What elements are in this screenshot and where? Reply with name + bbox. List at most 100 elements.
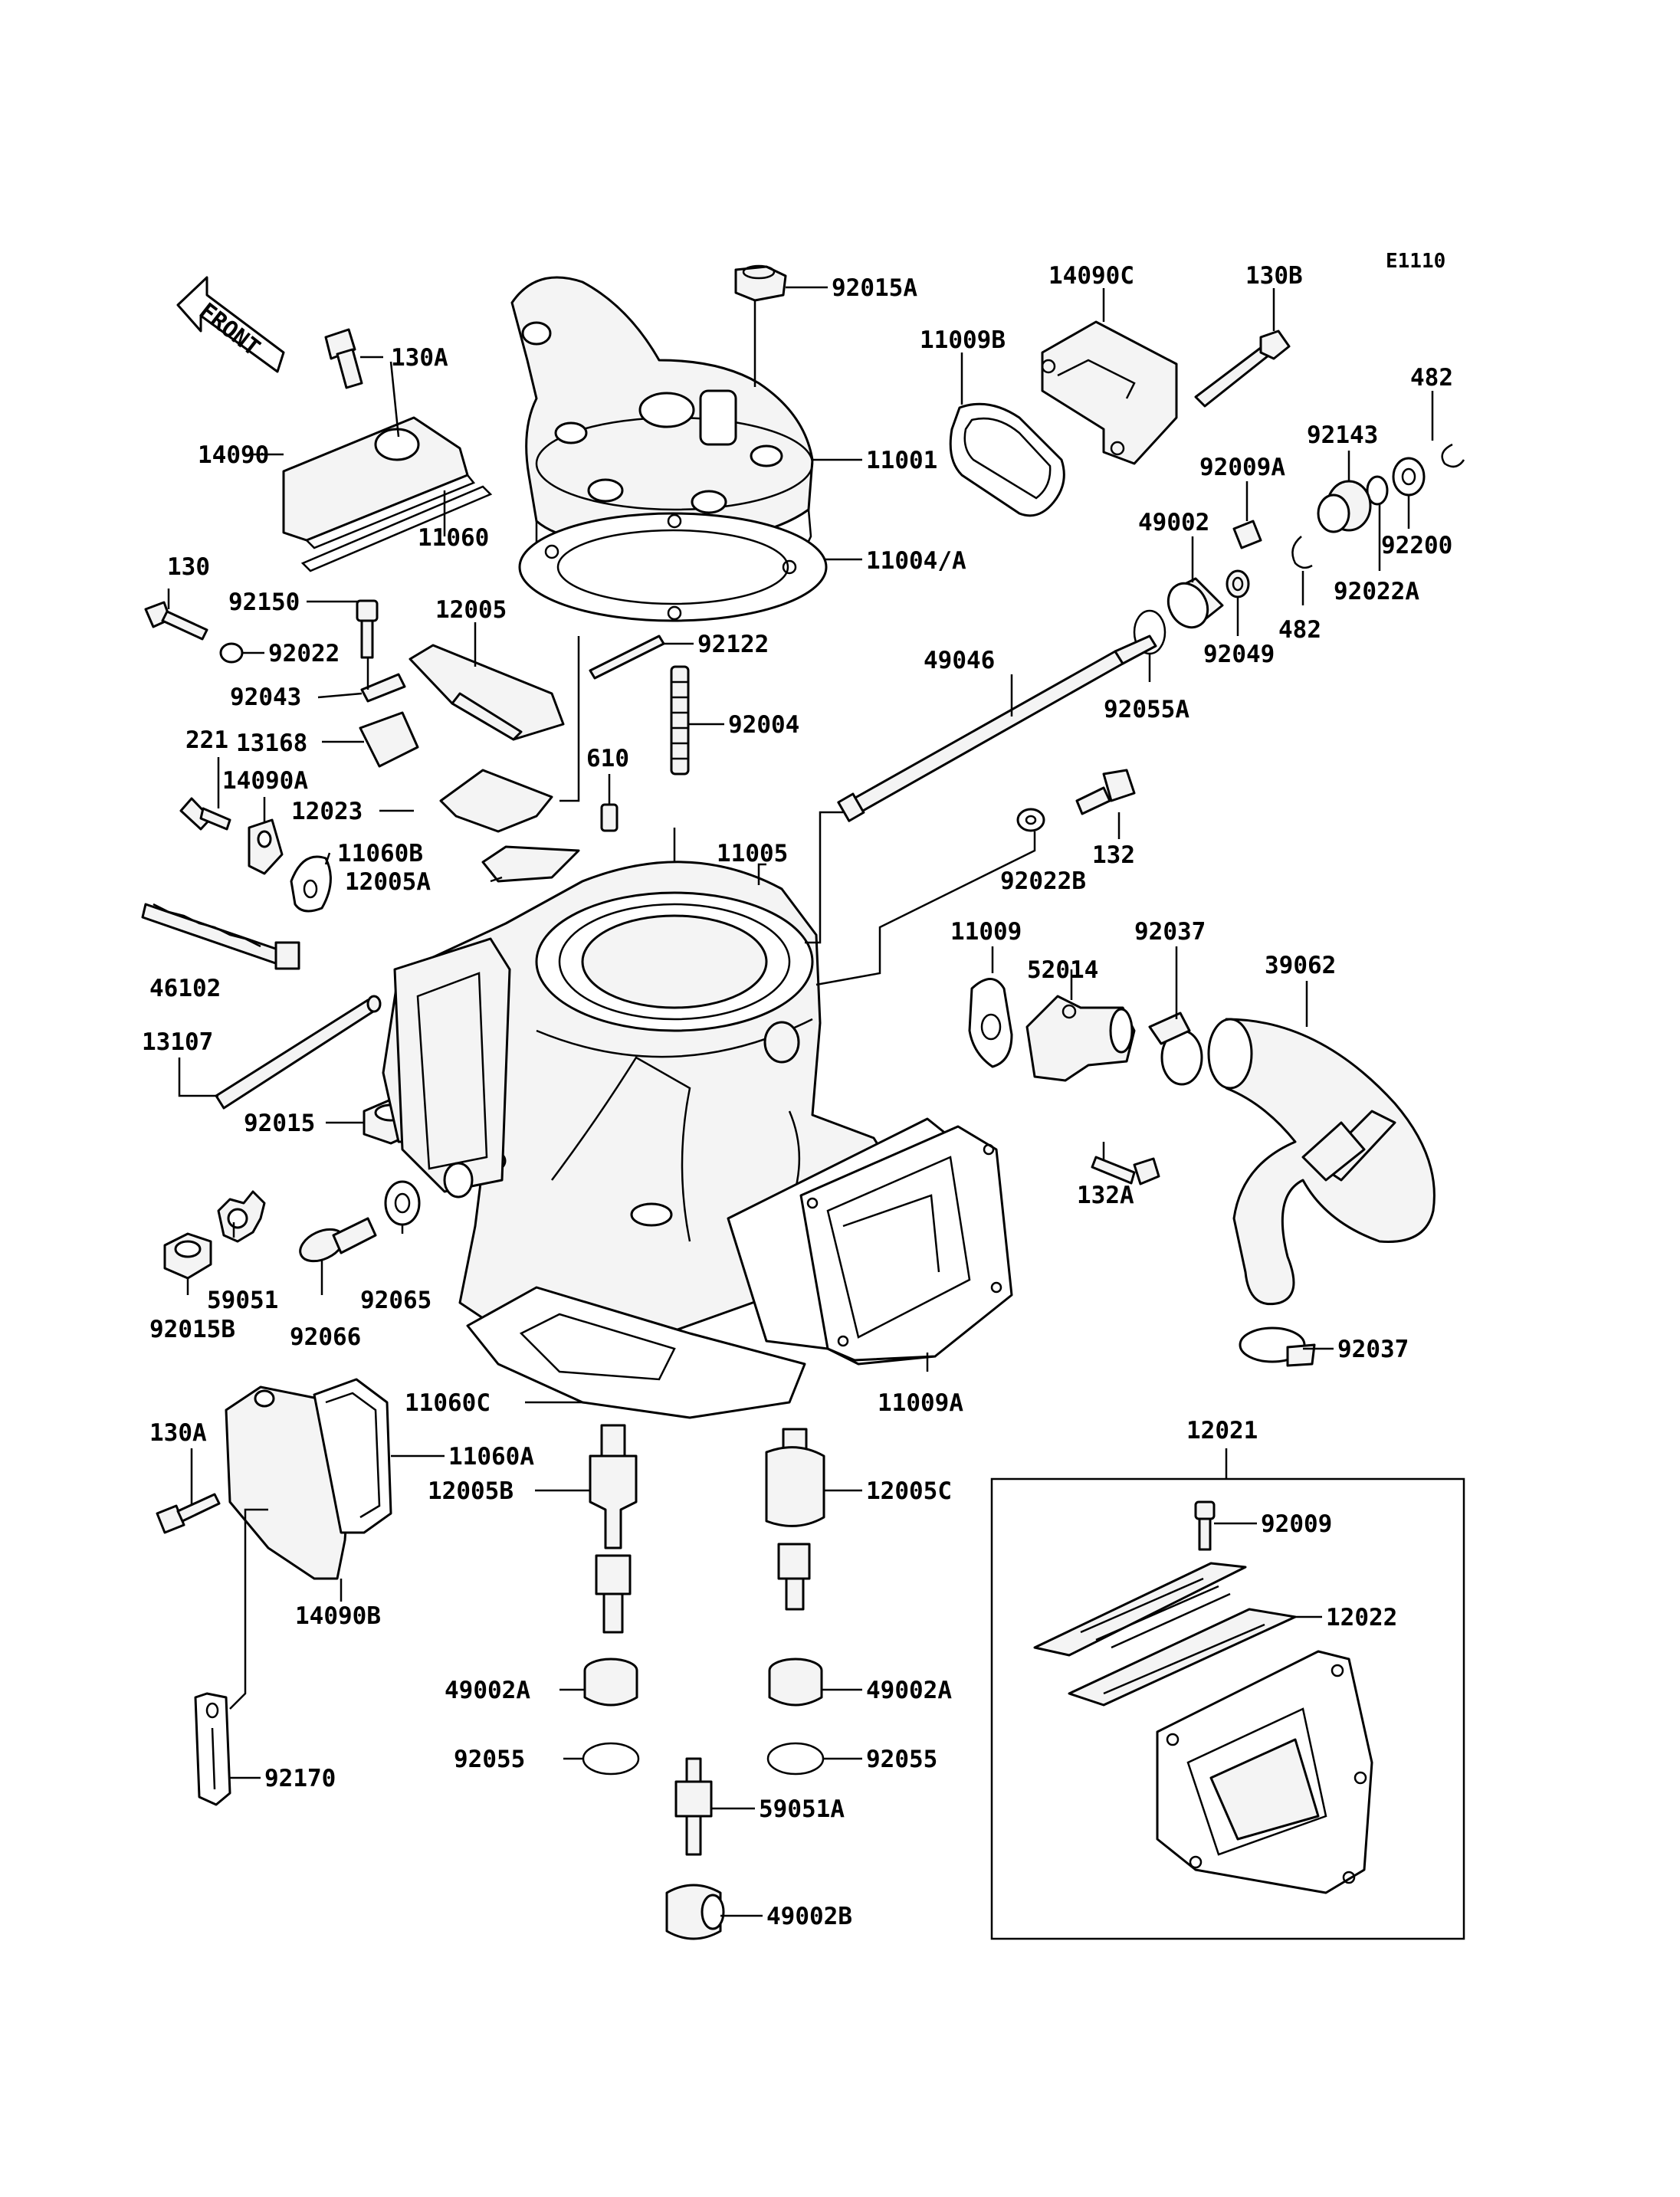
- label-14090A: 14090A: [222, 767, 308, 795]
- label-49002A-l: 49002A: [445, 1677, 530, 1704]
- label-49046: 49046: [924, 647, 995, 674]
- snap-ring-482b-part: [1291, 536, 1313, 569]
- label-130: 130: [167, 553, 210, 581]
- label-49002A-r: 49002A: [866, 1677, 952, 1704]
- label-92055-r: 92055: [866, 1746, 937, 1773]
- label-59051A: 59051A: [759, 1795, 845, 1823]
- label-59051: 59051: [207, 1287, 278, 1314]
- washer-92022-part: [219, 642, 244, 664]
- snap-ring-482-part: [1441, 443, 1465, 468]
- rack-46102-part: [141, 903, 300, 970]
- label-12022: 12022: [1326, 1604, 1397, 1631]
- label-92049: 92049: [1203, 641, 1275, 668]
- label-92009A: 92009A: [1199, 454, 1285, 481]
- label-130A-bot: 130A: [149, 1419, 207, 1447]
- plug-92066-part: [299, 1217, 377, 1263]
- label-11060: 11060: [418, 524, 489, 552]
- label-11009A: 11009A: [878, 1389, 963, 1417]
- oring-92055-r-part: [766, 1742, 825, 1776]
- bolt-132A-part: [1091, 1156, 1160, 1185]
- pin-92122-part: [589, 635, 665, 680]
- collar-49002-part: [1166, 577, 1224, 629]
- bushing-92143-part: [1317, 480, 1372, 533]
- head-gasket-part: [518, 512, 828, 622]
- washer-92200-part: [1392, 457, 1426, 497]
- collar-49002B-part: [665, 1884, 725, 1940]
- collar-49002A-r-part: [768, 1658, 823, 1707]
- label-12005: 12005: [435, 596, 507, 624]
- label-92022A: 92022A: [1334, 578, 1419, 605]
- bolt-130B-part: [1194, 330, 1291, 408]
- label-11009: 11009: [950, 918, 1022, 946]
- cover-14090-part: [282, 416, 476, 549]
- clamp-92037-top-part: [1148, 1012, 1203, 1086]
- collar-13168-part: [359, 711, 419, 768]
- fitting-52014-part: [1025, 995, 1136, 1082]
- part-labels: 92015A 14090C 130B 130A 11009B 482 11001…: [142, 262, 1453, 1930]
- label-11009B: 11009B: [920, 326, 1006, 354]
- label-13107: 13107: [142, 1028, 213, 1056]
- label-92055-l: 92055: [454, 1746, 525, 1773]
- label-132: 132: [1092, 841, 1135, 869]
- label-49002: 49002: [1138, 509, 1209, 536]
- label-12005B: 12005B: [428, 1477, 514, 1505]
- strap-92170-part: [194, 1692, 231, 1806]
- label-92055A: 92055A: [1104, 696, 1189, 723]
- leader-lines: [167, 286, 1434, 1917]
- bolt-130A-bot-part: [156, 1493, 221, 1534]
- oring-92055-l-part: [582, 1742, 640, 1776]
- label-11001: 11001: [866, 447, 937, 474]
- cover-14090C-part: [1041, 320, 1178, 465]
- label-610: 610: [586, 745, 629, 772]
- nut-92015B-part: [163, 1232, 212, 1280]
- shaft-12005C-part: [765, 1428, 825, 1611]
- front-arrow-icon: FRONT: [176, 276, 285, 373]
- gasket-11009B-part: [949, 402, 1065, 517]
- bolt-132-part: [1075, 769, 1136, 815]
- label-14090: 14090: [198, 441, 269, 469]
- label-92043: 92043: [230, 684, 301, 711]
- label-92066: 92066: [290, 1323, 361, 1351]
- label-92004: 92004: [728, 711, 799, 739]
- seal-92049-part: [1226, 569, 1250, 598]
- label-92015B: 92015B: [149, 1316, 235, 1343]
- plate-12005A-part: [481, 845, 580, 883]
- label-11060A: 11060A: [448, 1443, 534, 1471]
- clip-92022A-part: [1366, 475, 1389, 506]
- label-92022: 92022: [268, 640, 340, 667]
- label-92015A: 92015A: [832, 274, 917, 302]
- gear-59051A-part: [674, 1757, 713, 1856]
- shaft-12005B-part: [589, 1424, 638, 1634]
- label-130B: 130B: [1245, 262, 1303, 290]
- label-11005: 11005: [717, 840, 788, 867]
- label-92022B: 92022B: [1000, 867, 1086, 895]
- collar-49002A-l-part: [583, 1658, 638, 1707]
- bolt-92150-part: [356, 599, 379, 659]
- bolt-92009A-part: [1232, 520, 1262, 549]
- label-92170: 92170: [264, 1765, 336, 1792]
- pin-610-part: [600, 803, 619, 832]
- bolt-130A-top-part: [324, 328, 363, 389]
- nut-92015A-part: [734, 264, 787, 302]
- gasket-11060-part: [300, 485, 493, 572]
- label-482-mid: 482: [1278, 616, 1321, 644]
- washer-92065-part: [384, 1180, 421, 1226]
- label-482-top: 482: [1410, 364, 1453, 392]
- label-221: 221: [185, 726, 228, 754]
- label-92037-bot: 92037: [1337, 1336, 1409, 1363]
- plate-14090A-part: [248, 818, 284, 875]
- bolt-130-part: [144, 601, 208, 641]
- clamp-92037-bot-part: [1239, 1326, 1316, 1367]
- label-92150: 92150: [228, 589, 300, 616]
- label-92143: 92143: [1307, 421, 1378, 449]
- label-13168: 13168: [236, 730, 307, 757]
- label-12023: 12023: [291, 798, 363, 825]
- gasket-11060B-part: [290, 855, 332, 913]
- gasket-11060A-part: [313, 1378, 392, 1534]
- guide-12023-part: [439, 769, 553, 833]
- label-11060B: 11060B: [337, 840, 423, 867]
- label-92037-top: 92037: [1134, 918, 1206, 946]
- screw-221-part: [179, 797, 231, 831]
- reed-valve-11009A-part: [727, 1117, 1013, 1366]
- label-52014: 52014: [1027, 956, 1098, 984]
